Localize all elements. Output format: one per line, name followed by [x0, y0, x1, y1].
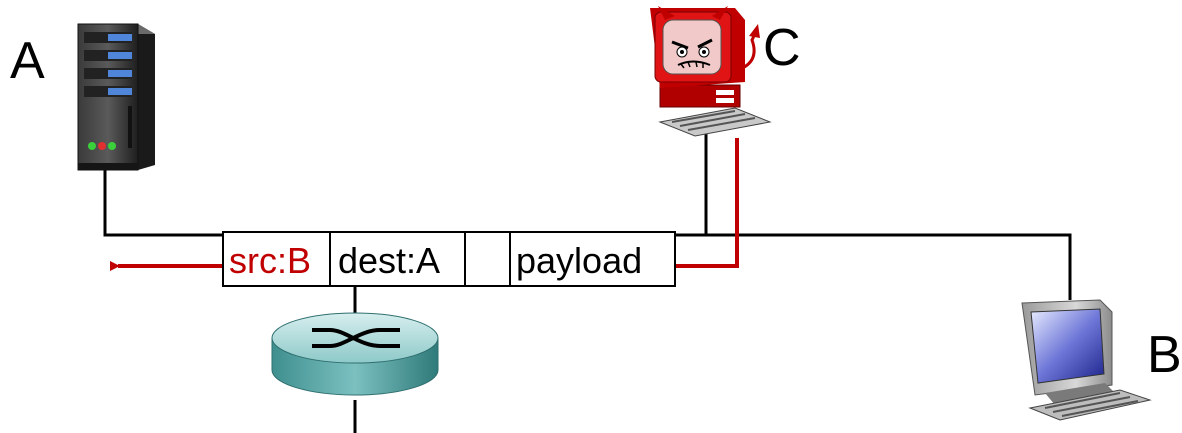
network-links	[103, 132, 1072, 433]
router-switch-symbol	[312, 328, 400, 348]
devil-horn	[712, 6, 728, 20]
devil-horn	[658, 6, 675, 20]
monitor-screen	[1030, 308, 1105, 384]
server-side	[138, 24, 155, 170]
devil-computer-icon	[650, 6, 772, 137]
devil-face-screen	[662, 19, 722, 75]
computer-base	[659, 84, 741, 108]
link-server-a	[103, 170, 225, 237]
server-tower-icon	[77, 23, 155, 171]
devil-tail	[737, 33, 757, 72]
packet-field-dest: dest:A	[338, 240, 440, 281]
spoofed-path-from-c	[672, 138, 739, 268]
host-label-a: A	[10, 32, 45, 90]
packet-box	[222, 231, 676, 287]
link-backbone	[672, 233, 1072, 300]
packet-field-payload: payload	[516, 240, 642, 281]
host-label-b: B	[1147, 326, 1182, 384]
packet-field-src: src:B	[229, 240, 311, 281]
packet: src:B dest:A payload	[222, 231, 676, 287]
spoofed-path	[110, 138, 739, 271]
host-label-c: C	[763, 19, 801, 77]
desktop-computer-icon	[1021, 299, 1152, 421]
router-icon	[271, 312, 439, 396]
monitor-stand	[1045, 383, 1115, 405]
